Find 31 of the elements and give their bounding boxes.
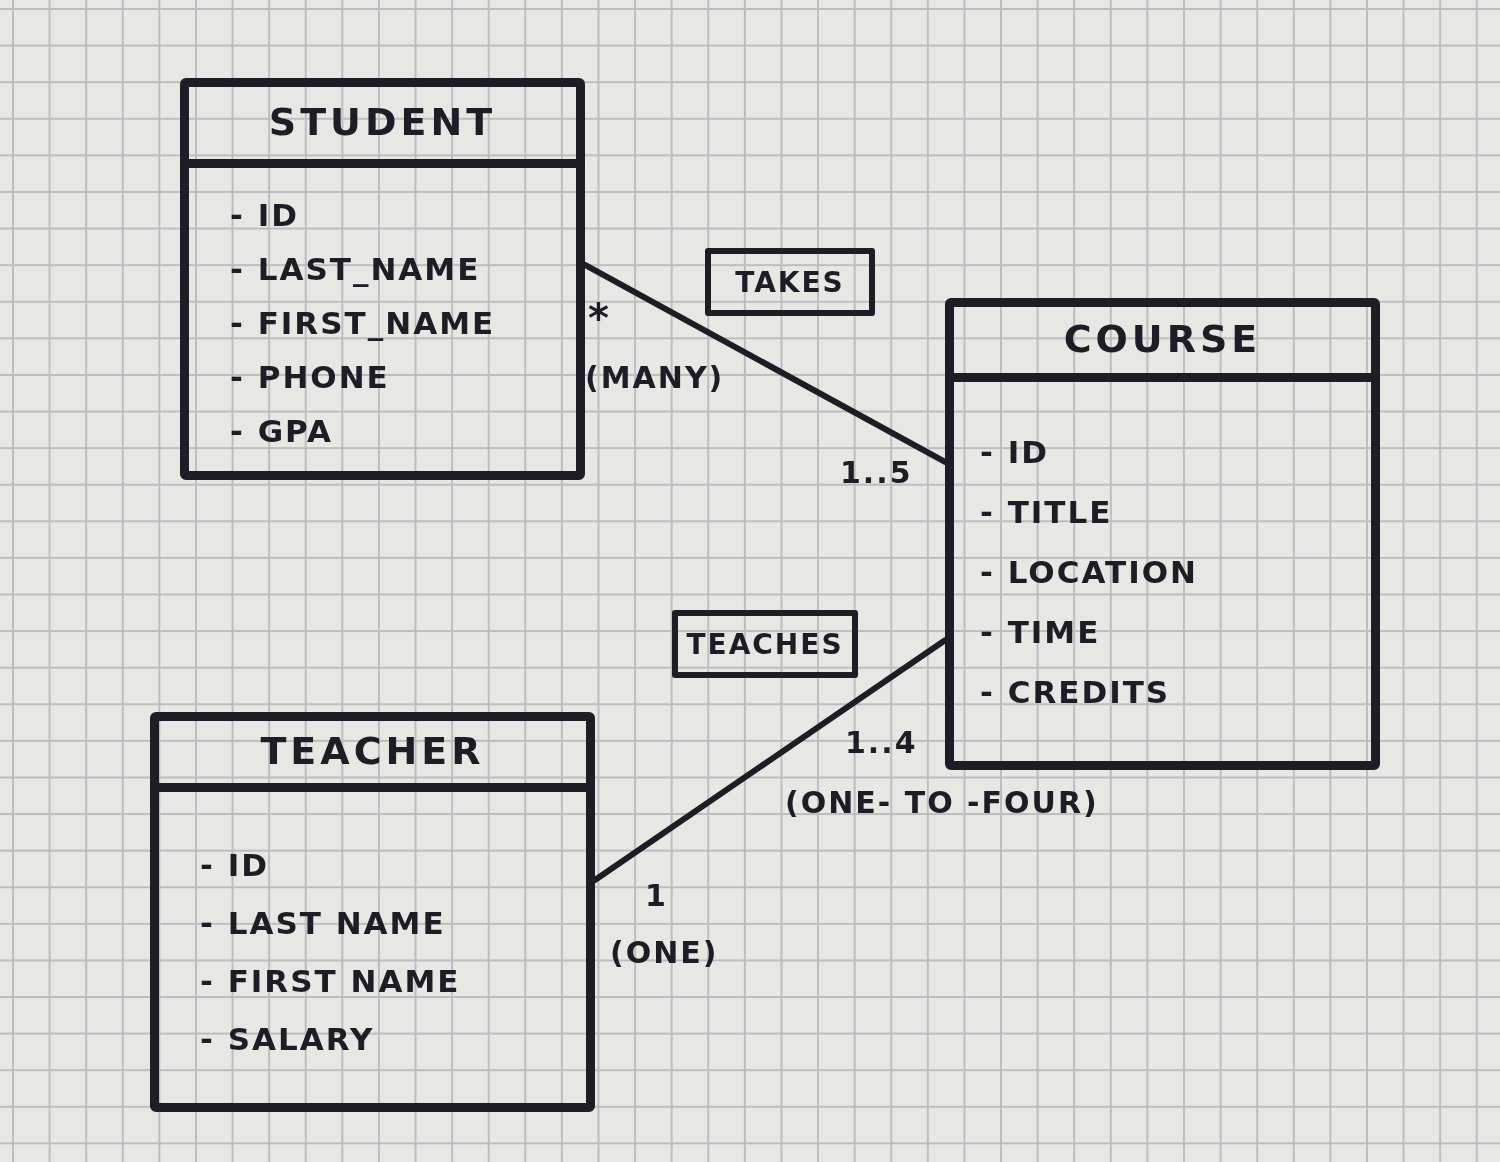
multiplicity-label: (ONE) bbox=[610, 935, 719, 971]
attribute-text: - GPA bbox=[230, 412, 333, 450]
attribute-text: - SALARY bbox=[200, 1020, 375, 1058]
attribute-text: - LAST NAME bbox=[200, 904, 446, 942]
class-box bbox=[180, 78, 585, 480]
relationship-label: TAKES bbox=[705, 248, 875, 316]
attribute-text: - ID bbox=[230, 196, 299, 234]
class-name: STUDENT bbox=[268, 101, 497, 145]
multiplicity-label: 1 bbox=[645, 878, 668, 914]
class-box bbox=[150, 712, 595, 1112]
multiplicity-label: (ONE- TO -FOUR) bbox=[785, 785, 1099, 821]
attribute-text: - LAST_NAME bbox=[230, 250, 481, 288]
attribute-text: - LOCATION bbox=[980, 553, 1198, 591]
attribute-text: - PHONE bbox=[230, 358, 390, 396]
class-name: COURSE bbox=[1063, 318, 1262, 362]
class-name: TEACHER bbox=[260, 730, 485, 774]
class-box bbox=[945, 298, 1380, 770]
attribute-text: - TITLE bbox=[980, 493, 1113, 531]
attribute-text: - ID bbox=[980, 433, 1049, 471]
multiplicity-label: * bbox=[588, 294, 611, 342]
association-line bbox=[592, 637, 948, 883]
attribute-text: - FIRST_NAME bbox=[230, 304, 496, 342]
multiplicity-label: 1..5 bbox=[840, 455, 913, 491]
multiplicity-label: (MANY) bbox=[585, 360, 725, 396]
association-line bbox=[582, 261, 948, 465]
attribute-text: - FIRST NAME bbox=[200, 962, 461, 1000]
attribute-text: - ID bbox=[200, 846, 269, 884]
attribute-text: - TIME bbox=[980, 613, 1101, 651]
multiplicity-label: 1..4 bbox=[845, 725, 918, 761]
attribute-text: - CREDITS bbox=[980, 673, 1171, 711]
relationship-label: TEACHES bbox=[672, 610, 858, 678]
